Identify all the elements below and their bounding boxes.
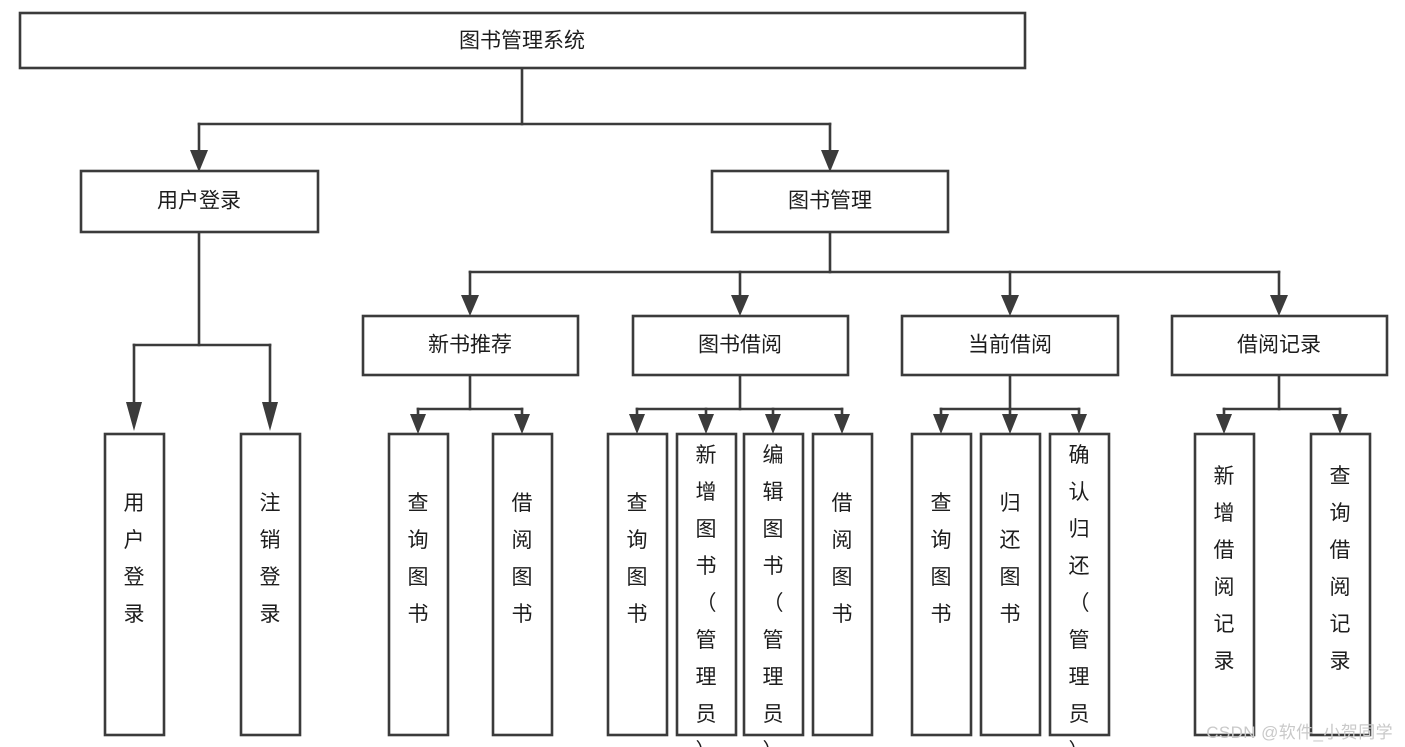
node-bookmgmt-label: 图书管理 xyxy=(788,190,872,213)
leaf-borrow-book-1-box[interactable] xyxy=(491,432,554,737)
arrow-head-leaf-query-book-3 xyxy=(933,414,949,434)
node-root-box[interactable] xyxy=(18,11,1027,70)
leaf-query-book-3-label: 查询图书 xyxy=(931,492,952,626)
node-newbook-label: 新书推荐 xyxy=(428,334,512,357)
leaf-query-book-2-label: 查询图书 xyxy=(627,492,648,626)
leaf-user-logout-label: 注销登录 xyxy=(260,492,281,626)
arrow-head-leaf-borrow-book-2 xyxy=(834,414,850,434)
leaf-edit-book-label: 编辑图书（管理员） xyxy=(763,444,784,747)
leaf-query-book-3[interactable]: 查询图书 xyxy=(910,432,973,737)
leaf-query-book-1[interactable]: 查询图书 xyxy=(387,432,450,737)
arrow-head-leaf-edit-book xyxy=(765,414,781,434)
arrow-head-leaf-user-logout xyxy=(262,402,278,431)
node-borrow[interactable]: 图书借阅 xyxy=(631,314,850,377)
leaf-confirm-return[interactable]: 确认归还（管理员） xyxy=(1048,432,1111,747)
arrow-head-login xyxy=(190,150,208,172)
leaf-borrow-book-2[interactable]: 借阅图书 xyxy=(811,432,874,737)
connectors-newbook-to-leaves xyxy=(410,373,530,434)
leaf-borrow-book-2-box[interactable] xyxy=(811,432,874,737)
node-root[interactable]: 图书管理系统 xyxy=(18,11,1027,70)
leaf-confirm-return-box[interactable] xyxy=(1048,432,1111,737)
leaf-query-book-1-box[interactable] xyxy=(387,432,450,737)
leaf-query-record[interactable]: 查询借阅记录 xyxy=(1309,432,1372,737)
arrow-head-leaf-borrow-book-1 xyxy=(514,414,530,434)
leaf-query-book-3-box[interactable] xyxy=(910,432,973,737)
node-newbook-box[interactable] xyxy=(361,314,580,377)
leaf-add-book-box[interactable] xyxy=(675,432,738,737)
leaf-add-book[interactable]: 新增图书（管理员） xyxy=(675,432,738,747)
arrow-head-borrow xyxy=(731,295,749,316)
node-current-label: 当前借阅 xyxy=(968,334,1052,357)
node-root-label: 图书管理系统 xyxy=(459,30,585,53)
node-bookmgmt-box[interactable] xyxy=(710,169,950,234)
leaf-add-book-label: 新增图书（管理员） xyxy=(696,444,717,747)
node-borrow-box[interactable] xyxy=(631,314,850,377)
leaf-add-record[interactable]: 新增借阅记录 xyxy=(1193,432,1256,737)
connectors-current-to-leaves xyxy=(933,373,1087,434)
node-bookmgmt[interactable]: 图书管理 xyxy=(710,169,950,234)
arrow-head-bookmgmt xyxy=(821,150,839,172)
arrow-head-leaf-user-login xyxy=(126,402,142,431)
arrow-head-leaf-query-book-1 xyxy=(410,414,426,434)
node-records-box[interactable] xyxy=(1170,314,1389,377)
leaf-confirm-return-label: 确认归还（管理员） xyxy=(1069,444,1090,747)
connectors-bookmgmt-to-level3 xyxy=(461,230,1288,316)
arrow-head-leaf-query-record xyxy=(1332,414,1348,434)
leaf-query-book-1-label: 查询图书 xyxy=(408,492,429,626)
arrow-head-current xyxy=(1001,295,1019,316)
leaf-add-record-box[interactable] xyxy=(1193,432,1256,737)
node-current[interactable]: 当前借阅 xyxy=(900,314,1120,377)
node-login-label: 用户登录 xyxy=(157,190,241,213)
node-login-box[interactable] xyxy=(79,169,320,234)
connectors-root-to-level2 xyxy=(190,66,839,172)
leaf-user-logout[interactable]: 注销登录 xyxy=(239,432,302,737)
arrow-head-leaf-add-record xyxy=(1216,414,1232,434)
arrow-head-records xyxy=(1270,295,1288,316)
leaf-query-record-box[interactable] xyxy=(1309,432,1372,737)
connectors-login-to-leaves xyxy=(126,230,278,431)
node-records[interactable]: 借阅记录 xyxy=(1170,314,1389,377)
node-borrow-label: 图书借阅 xyxy=(698,334,782,357)
leaf-user-login-label: 用户登录 xyxy=(124,492,145,626)
leaf-user-login[interactable]: 用户登录 xyxy=(103,432,166,737)
node-records-label: 借阅记录 xyxy=(1237,334,1321,357)
arrow-head-leaf-query-book-2 xyxy=(629,414,645,434)
leaf-return-book-label: 归还图书 xyxy=(1000,492,1021,626)
leaf-return-book-box[interactable] xyxy=(979,432,1042,737)
csdn-watermark: CSDN @软件_小贺同学 xyxy=(1206,723,1393,742)
node-current-box[interactable] xyxy=(900,314,1120,377)
connectors-borrow-to-leaves xyxy=(629,373,850,434)
arrow-head-newbook xyxy=(461,295,479,316)
leaf-borrow-book-1[interactable]: 借阅图书 xyxy=(491,432,554,737)
node-newbook[interactable]: 新书推荐 xyxy=(361,314,580,377)
arrow-head-leaf-add-book xyxy=(698,414,714,434)
connectors-records-to-leaves xyxy=(1216,373,1348,434)
leaf-user-logout-box[interactable] xyxy=(239,432,302,737)
leaf-user-login-box[interactable] xyxy=(103,432,166,737)
leaf-edit-book-box[interactable] xyxy=(742,432,805,737)
arrow-head-leaf-return-book xyxy=(1002,414,1018,434)
arrow-head-leaf-confirm-return xyxy=(1071,414,1087,434)
leaf-add-record-label: 新增借阅记录 xyxy=(1214,465,1235,673)
leaf-query-book-2-box[interactable] xyxy=(606,432,669,737)
leaf-borrow-book-2-label: 借阅图书 xyxy=(832,492,853,626)
leaf-borrow-book-1-label: 借阅图书 xyxy=(512,492,533,626)
leaf-query-record-label: 查询借阅记录 xyxy=(1330,465,1351,673)
leaf-return-book[interactable]: 归还图书 xyxy=(979,432,1042,737)
leaf-query-book-2[interactable]: 查询图书 xyxy=(606,432,669,737)
leaf-edit-book[interactable]: 编辑图书（管理员） xyxy=(742,432,805,747)
node-login[interactable]: 用户登录 xyxy=(79,169,320,234)
